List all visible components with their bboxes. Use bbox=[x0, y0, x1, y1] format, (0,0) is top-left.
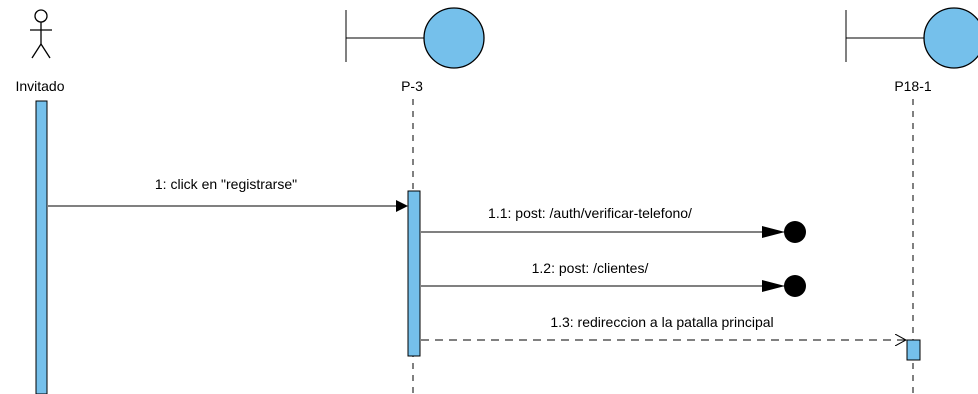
actor-label: Invitado bbox=[15, 78, 64, 94]
boundary-icon bbox=[845, 7, 978, 69]
lost-message-arrowhead-icon bbox=[762, 280, 785, 292]
message-1-3[interactable]: 1.3: redireccion a la patalla principal bbox=[421, 314, 906, 340]
lost-message-endpoint-icon bbox=[784, 275, 806, 297]
p18-label: P18-1 bbox=[894, 78, 932, 94]
p18-activation-bar[interactable] bbox=[906, 339, 921, 361]
p3-activation-bar[interactable] bbox=[407, 190, 421, 357]
message-1-3-label: 1.3: redireccion a la patalla principal bbox=[550, 314, 773, 330]
p3-participant[interactable]: P-3 bbox=[345, 7, 485, 94]
lost-message-arrowhead-icon bbox=[762, 226, 785, 238]
actor-icon bbox=[30, 9, 52, 59]
message-1-1[interactable]: 1.1: post: /auth/verificar-telefono/ bbox=[421, 205, 806, 243]
boundary-icon bbox=[345, 7, 485, 69]
message-1[interactable]: 1: click en "registrarse" bbox=[48, 176, 408, 212]
p18-participant[interactable]: P18-1 bbox=[845, 7, 978, 94]
message-1-2[interactable]: 1.2: post: /clientes/ bbox=[421, 260, 806, 297]
actor-participant[interactable]: Invitado bbox=[15, 9, 65, 94]
message-1-1-label: 1.1: post: /auth/verificar-telefono/ bbox=[488, 205, 692, 221]
message-1-2-label: 1.2: post: /clientes/ bbox=[532, 260, 649, 276]
message-1-label: 1: click en "registrarse" bbox=[155, 176, 297, 192]
actor-activation-bar[interactable] bbox=[35, 100, 48, 394]
lost-message-endpoint-icon bbox=[784, 221, 806, 243]
p3-label: P-3 bbox=[401, 78, 423, 94]
